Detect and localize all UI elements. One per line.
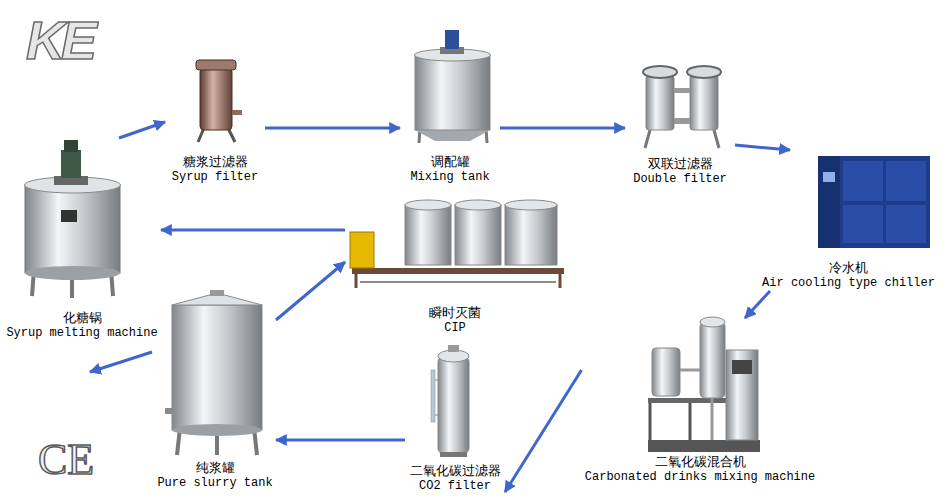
flow-arrow	[265, 127, 400, 130]
melting-pot-art	[25, 140, 121, 298]
text-line: 纯浆罐	[154, 460, 276, 476]
english-name: Double filter	[633, 172, 727, 187]
english-name: Carbonated drinks mixing machine	[585, 470, 815, 485]
brand-logo: KE	[26, 10, 93, 70]
outlet-arrow	[90, 352, 152, 372]
equipment-node: 糖浆过滤器Syrup filter	[165, 52, 265, 185]
flow-arrow	[119, 122, 165, 138]
equipment-node: 瞬时灭菌CIP	[345, 195, 565, 336]
chinese-name: 调配罐	[431, 154, 470, 170]
flow-arrow	[735, 145, 790, 150]
english-name: CIP	[444, 321, 466, 336]
text-line: CIP	[345, 321, 565, 336]
text-line: Double filter	[625, 172, 735, 187]
text-line: 化糖锅	[3, 310, 161, 326]
cip-art	[350, 200, 564, 288]
text-line: Mixing tank	[400, 170, 500, 185]
equipment-node: 二氧化碳混合机Carbonated drinks mixing machine	[582, 318, 819, 485]
equipment-node: 双联过滤器Double filter	[625, 52, 735, 187]
syrup-filter-art	[196, 60, 242, 142]
text-line: 二氧化碳过滤器	[405, 463, 505, 479]
flow-arrow	[505, 370, 582, 492]
chinese-name: 二氧化碳混合机	[655, 454, 746, 470]
english-name: Syrup filter	[172, 170, 258, 185]
chinese-name: 糖浆过滤器	[183, 154, 248, 170]
english-name: Syrup melting machine	[6, 326, 157, 341]
chinese-name: 瞬时灭菌	[429, 305, 481, 321]
chinese-name: 冷水机	[829, 260, 868, 276]
flow-arrow	[161, 229, 345, 232]
slurry-tank-art	[165, 290, 262, 455]
equipment-node: 纯浆罐Pure slurry tank	[154, 290, 276, 491]
equipment-node: 化糖锅Syrup melting machine	[3, 138, 161, 341]
co2-filter-art	[431, 345, 469, 457]
text-line: 二氧化碳混合机	[582, 454, 819, 470]
english-name: CO2 filter	[419, 479, 491, 494]
equipment-node: 调配罐Mixing tank	[400, 28, 500, 185]
text-line: Carbonated drinks mixing machine	[582, 470, 819, 485]
text-line: Syrup melting machine	[3, 326, 161, 341]
text-line: 双联过滤器	[625, 156, 735, 172]
chiller-art	[818, 156, 930, 248]
ce-mark: CE	[38, 436, 94, 484]
flow-arrow	[276, 262, 345, 320]
chinese-name: 二氧化碳过滤器	[410, 463, 501, 479]
english-name: Mixing tank	[410, 170, 489, 185]
text-line: 瞬时灭菌	[345, 305, 565, 321]
english-name: Air cooling type chiller	[762, 276, 935, 291]
flow-arrow	[500, 127, 625, 130]
english-name: Pure slurry tank	[157, 476, 272, 491]
text-line: 冷水机	[759, 260, 938, 276]
double-filter-art	[643, 66, 721, 148]
text-line: 糖浆过滤器	[165, 154, 265, 170]
text-line: 调配罐	[400, 154, 500, 170]
chinese-name: 化糖锅	[63, 310, 102, 326]
mixing-tank-art	[415, 30, 491, 143]
flow-arrow	[745, 291, 770, 318]
text-line: CO2 filter	[405, 479, 505, 494]
flow-arrow	[276, 439, 405, 442]
text-line: Syrup filter	[165, 170, 265, 185]
text-line: Pure slurry tank	[154, 476, 276, 491]
carbonator-art	[648, 317, 760, 452]
equipment-node: 冷水机Air cooling type chiller	[759, 150, 938, 291]
chinese-name: 纯浆罐	[196, 460, 235, 476]
text-line: Air cooling type chiller	[759, 276, 938, 291]
equipment-node: 二氧化碳过滤器CO2 filter	[405, 343, 505, 494]
chinese-name: 双联过滤器	[648, 156, 713, 172]
